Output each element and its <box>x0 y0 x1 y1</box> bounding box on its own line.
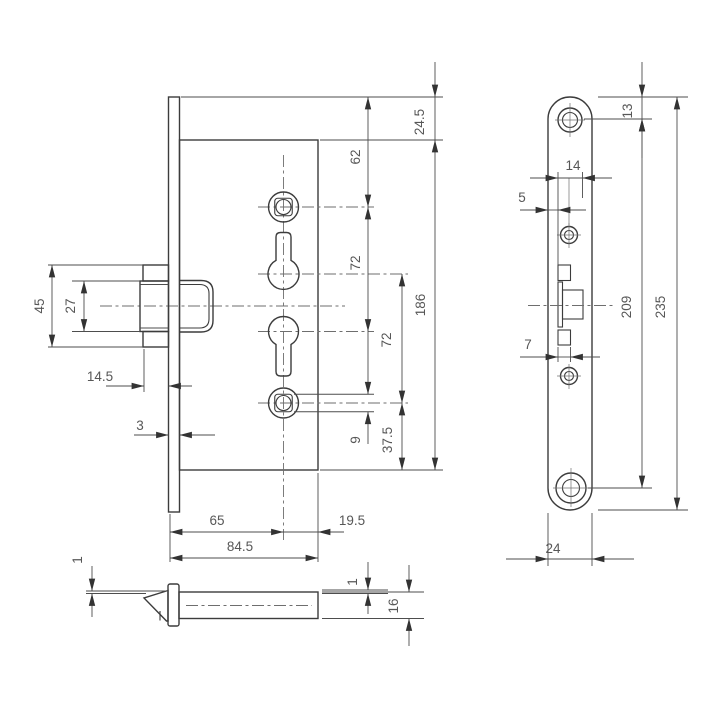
dim-label: 27 <box>63 298 78 313</box>
dim-top-to-first-screw: 13 <box>620 62 646 158</box>
latch-tip-section <box>142 589 169 622</box>
dim-label: 62 <box>348 149 363 164</box>
dim-offset-right: 1 <box>345 562 372 614</box>
dim-label: 84.5 <box>227 539 253 554</box>
dim-label: 7 <box>524 337 532 352</box>
screw-hole-bottom <box>553 468 589 507</box>
dim-label: 37.5 <box>380 427 395 453</box>
dim-follower-to-cylinder: 72 <box>348 206 372 332</box>
dim-label: 186 <box>413 294 428 317</box>
dim-offset-left: 1 <box>70 556 96 617</box>
dim-spindle-square: 9 <box>348 331 372 444</box>
dim-latch-outer-height: 45 <box>32 264 56 348</box>
faceplate-section <box>167 583 180 627</box>
dim-plate-width: 24 <box>506 541 634 563</box>
dim-label: 14 <box>565 158 581 173</box>
follower-hole-bottom <box>267 387 300 419</box>
dim-aux-cutout-width: 7 <box>520 337 600 361</box>
faceplate-outline <box>547 96 593 511</box>
lock-case-outline <box>178 139 319 471</box>
screw-hole-lower-small <box>557 364 581 389</box>
dim-case-height: 186 <box>413 139 439 471</box>
cutout-lower-square <box>557 329 572 346</box>
hook-bolt <box>179 279 214 333</box>
cylinder-hole-upper <box>267 231 300 291</box>
cutout-side-slot <box>557 281 564 328</box>
dim-label: 1 <box>70 556 85 564</box>
screw-hole-upper-small <box>557 223 581 248</box>
case-section <box>178 591 319 620</box>
dim-top-to-follower: 62 <box>348 96 372 208</box>
dim-cutout-width: 14 <box>530 158 612 182</box>
dim-label: 24.5 <box>412 109 427 135</box>
dim-label: 5 <box>518 190 526 205</box>
dim-label: 65 <box>209 513 224 528</box>
dim-screw-spacing: 209 <box>619 118 646 489</box>
dim-follower2-to-case-bottom: 37.5 <box>380 402 406 471</box>
dim-label: 235 <box>653 296 668 319</box>
screw-hole-top <box>555 103 585 137</box>
dim-case-depth: 84.5 <box>169 539 319 562</box>
cutout-upper-square <box>557 264 572 282</box>
dim-label: 209 <box>619 296 634 319</box>
dim-label: 19.5 <box>339 513 365 528</box>
front-view: 45 27 14.5 3 62 72 <box>32 62 443 562</box>
bottom-view: 1 1 16 <box>70 556 424 646</box>
dim-faceplate-thickness: 3 <box>134 418 215 439</box>
follower-hole-top <box>267 191 300 223</box>
dim-label: 3 <box>136 418 144 433</box>
latch-bolt <box>139 264 170 348</box>
cylinder-hole-lower <box>267 315 300 377</box>
dim-label: 45 <box>32 298 47 313</box>
dim-label: 1 <box>345 578 360 586</box>
dim-center-to-case-back: 19.5 <box>283 513 365 536</box>
dim-latch-protrusion: 14.5 <box>87 369 192 390</box>
dim-label: 24 <box>545 541 561 556</box>
dim-label: 13 <box>620 103 635 118</box>
dim-backset: 65 <box>169 513 284 536</box>
dim-label: 72 <box>379 332 394 347</box>
dim-label: 14.5 <box>87 369 113 384</box>
faceplate-edge-outline <box>167 96 181 513</box>
dim-cylinder-to-follower2: 72 <box>379 273 406 404</box>
dim-case-width: 16 <box>386 565 413 646</box>
dim-latch-body-height: 27 <box>63 280 88 332</box>
cutout-latch-opening <box>561 289 584 320</box>
dim-plate-length: 235 <box>653 96 681 511</box>
dim-edge-to-cutout: 5 <box>518 190 586 214</box>
dim-label: 9 <box>348 436 363 444</box>
dim-label: 72 <box>348 255 363 270</box>
faceplate-view: 14 5 7 13 209 235 <box>506 62 688 566</box>
dim-label: 16 <box>386 598 401 613</box>
dim-plate-top-to-case-top: 24.5 <box>412 62 439 140</box>
